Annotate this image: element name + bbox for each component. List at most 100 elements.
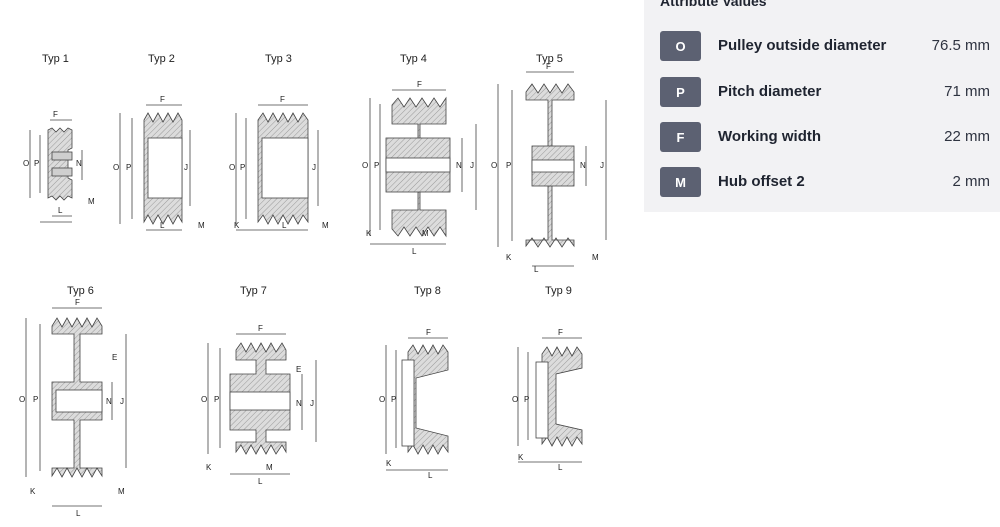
svg-text:L: L xyxy=(428,471,433,480)
pulley-drawings: Typ 1 Typ 2 Typ 3 Typ 4 Typ 5 Typ 6 Typ … xyxy=(19,53,607,518)
type-label-6: Typ 6 xyxy=(67,285,94,297)
svg-text:M: M xyxy=(198,221,205,230)
svg-text:F: F xyxy=(426,328,431,337)
svg-text:P: P xyxy=(524,395,529,404)
pulley-drawing-typ4 xyxy=(369,89,477,245)
attribute-row-p: P Pitch diameter 71 mm xyxy=(660,77,990,107)
type-label-7: Typ 7 xyxy=(240,285,267,297)
svg-text:L: L xyxy=(258,477,263,486)
svg-text:L: L xyxy=(58,206,63,215)
svg-text:K: K xyxy=(506,253,512,262)
svg-text:L: L xyxy=(558,463,563,472)
svg-text:O: O xyxy=(491,161,497,170)
svg-text:K: K xyxy=(234,221,240,230)
attribute-name: Hub offset 2 xyxy=(718,173,805,190)
svg-text:M: M xyxy=(266,463,273,472)
svg-text:N: N xyxy=(76,159,82,168)
svg-text:M: M xyxy=(322,221,329,230)
attribute-name: Pulley outside diameter xyxy=(718,37,887,54)
svg-text:E: E xyxy=(296,365,301,374)
type-label-8: Typ 8 xyxy=(414,285,441,297)
svg-text:O: O xyxy=(362,161,368,170)
pulley-drawing-typ6 xyxy=(25,307,127,507)
svg-text:M: M xyxy=(118,487,125,496)
svg-text:F: F xyxy=(160,95,165,104)
svg-text:L: L xyxy=(534,265,539,274)
svg-text:L: L xyxy=(76,509,81,518)
attribute-code-badge: P xyxy=(660,77,701,107)
svg-text:M: M xyxy=(592,253,599,262)
svg-text:K: K xyxy=(30,487,36,496)
svg-text:M: M xyxy=(88,197,95,206)
svg-text:P: P xyxy=(240,163,245,172)
svg-text:N: N xyxy=(580,161,586,170)
pulley-drawing-typ8 xyxy=(385,337,449,471)
svg-text:P: P xyxy=(33,395,38,404)
attribute-value: 2 mm xyxy=(952,173,991,190)
svg-text:O: O xyxy=(229,163,235,172)
type-label-3: Typ 3 xyxy=(265,53,292,65)
attribute-name: Pitch diameter xyxy=(718,83,822,100)
svg-text:P: P xyxy=(126,163,131,172)
svg-text:J: J xyxy=(120,397,124,406)
svg-text:F: F xyxy=(546,62,551,71)
attribute-code-badge: F xyxy=(660,122,701,152)
svg-text:K: K xyxy=(206,463,212,472)
svg-text:P: P xyxy=(374,161,379,170)
svg-text:O: O xyxy=(379,395,385,404)
svg-text:N: N xyxy=(456,161,462,170)
pulley-drawing-typ9 xyxy=(517,337,583,463)
svg-text:O: O xyxy=(23,159,29,168)
pulley-types-diagram: Typ 1 Typ 2 Typ 3 Typ 4 Typ 5 Typ 6 Typ … xyxy=(19,53,607,518)
attribute-name: Working width xyxy=(718,128,822,145)
pulley-drawing-typ3 xyxy=(235,104,319,231)
svg-text:L: L xyxy=(412,247,417,256)
attribute-value: 71 mm xyxy=(944,83,990,100)
type-label-5: Typ 5 xyxy=(536,53,563,65)
svg-text:J: J xyxy=(310,399,314,408)
svg-text:O: O xyxy=(201,395,207,404)
pulley-drawing-typ2 xyxy=(119,104,191,231)
type-label-4: Typ 4 xyxy=(400,53,427,65)
attribute-row-f: F Working width 22 mm xyxy=(660,122,990,152)
svg-text:J: J xyxy=(600,161,604,170)
svg-text:N: N xyxy=(296,399,302,408)
attribute-code-badge: M xyxy=(660,167,701,197)
svg-text:E: E xyxy=(112,353,117,362)
svg-text:F: F xyxy=(258,324,263,333)
svg-text:F: F xyxy=(417,80,422,89)
attribute-value: 76.5 mm xyxy=(931,37,990,54)
svg-text:P: P xyxy=(391,395,396,404)
attribute-row-m: M Hub offset 2 2 mm xyxy=(660,167,990,197)
svg-text:O: O xyxy=(19,395,25,404)
svg-text:O: O xyxy=(512,395,518,404)
svg-text:J: J xyxy=(470,161,474,170)
pulley-drawing-typ1 xyxy=(29,119,83,223)
svg-text:F: F xyxy=(558,328,563,337)
attribute-row-o: O Pulley outside diameter 76.5 mm xyxy=(660,31,990,61)
attribute-values-panel: Attribute Values O Pulley outside diamet… xyxy=(644,0,1000,212)
attribute-code-badge: O xyxy=(660,31,701,61)
svg-text:P: P xyxy=(506,161,511,170)
attribute-value: 22 mm xyxy=(944,128,990,145)
svg-text:F: F xyxy=(53,110,58,119)
svg-text:K: K xyxy=(518,453,524,462)
svg-text:J: J xyxy=(312,163,316,172)
pulley-drawing-typ7 xyxy=(207,333,317,475)
svg-text:K: K xyxy=(386,459,392,468)
type-label-9: Typ 9 xyxy=(545,285,572,297)
type-label-2: Typ 2 xyxy=(148,53,175,65)
svg-text:L: L xyxy=(282,221,287,230)
svg-text:F: F xyxy=(280,95,285,104)
type-label-1: Typ 1 xyxy=(42,53,69,65)
svg-text:O: O xyxy=(113,163,119,172)
pulley-drawing-typ5 xyxy=(497,71,607,267)
svg-text:M: M xyxy=(422,229,429,238)
svg-text:L: L xyxy=(160,221,165,230)
svg-text:P: P xyxy=(34,159,39,168)
svg-text:J: J xyxy=(184,163,188,172)
svg-text:P: P xyxy=(214,395,219,404)
attribute-values-title: Attribute Values xyxy=(660,0,767,9)
svg-text:K: K xyxy=(366,229,372,238)
svg-text:N: N xyxy=(106,397,112,406)
